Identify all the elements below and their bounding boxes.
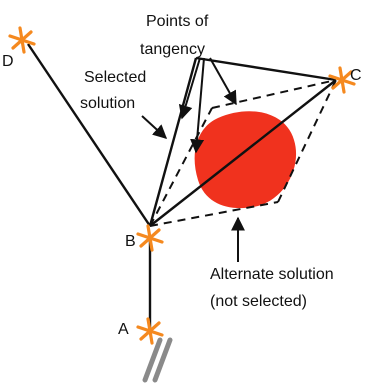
node-label-b: B [125, 233, 136, 250]
segment-b-c [149, 79, 337, 227]
selected-solution-top [195, 56, 337, 82]
selected-solution-label-2: solution [80, 95, 135, 112]
node-label-c: C [350, 67, 362, 84]
alternate-solution-label-1: Alternate solution [210, 266, 334, 283]
points-of-tangency-label-2: tangency [140, 41, 205, 58]
airplane-icon [136, 317, 164, 345]
airplane-icon [136, 224, 164, 252]
segment-b-d [27, 43, 151, 227]
points-of-tangency-label-1: Points of [146, 13, 209, 30]
arrow-icon [209, 57, 237, 106]
arrow-icon [190, 57, 205, 154]
arrow-icon [141, 115, 168, 139]
node-label-a: A [118, 321, 129, 338]
route-lines [27, 43, 337, 331]
annotation-arrows [141, 57, 245, 262]
selected-solution-label-1: Selected [84, 69, 146, 86]
arrow-icon [178, 57, 201, 120]
airplane-icon [8, 26, 36, 54]
airplane-icon [328, 66, 356, 94]
alternate-solution-label-2: (not selected) [210, 293, 307, 310]
road-marks [142, 337, 173, 383]
node-label-d: D [2, 53, 14, 70]
selected-solution-upper [148, 57, 198, 227]
obstacle-blob [194, 111, 297, 209]
